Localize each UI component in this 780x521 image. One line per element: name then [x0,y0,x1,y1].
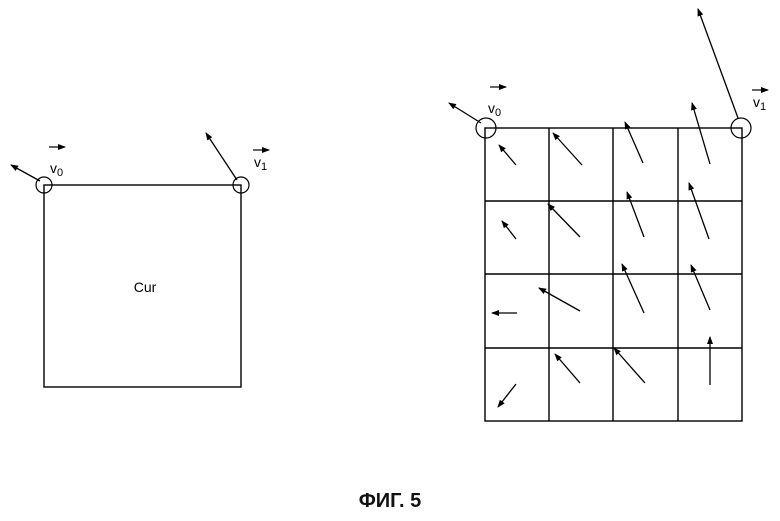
subblock-vector-r1c4 [692,103,710,164]
current-block-label: Cur [134,279,157,295]
subblock-vector-r1c2 [553,133,582,165]
subblock-vector-r2c2 [548,204,580,237]
vector-label-v0: v0 [49,147,65,179]
subblock-vector-r2c4 [689,183,709,239]
subblock-vector-r1c1 [499,145,516,165]
subblock-vector-r2c3 [627,192,644,237]
vector-label-v1: v1 [253,150,269,173]
subblock-vector-r4c1 [498,384,516,407]
motion-vector-v1 [206,133,237,180]
subblock-motion-field: v0 v1 [449,9,768,421]
subblock-vector-r3c4 [691,265,710,310]
subblock-vector-r3c3 [622,264,644,313]
current-block-diagram: Cur v0 v1 [11,133,269,387]
svg-text:v0: v0 [488,100,501,119]
svg-text:v0: v0 [50,160,63,179]
motion-vector-v0 [11,165,40,181]
subblock-vector-r4c3 [614,348,645,383]
motion-vector-v1-right [698,9,738,118]
motion-vector-v0-right [449,103,481,123]
subblock-vector-r3c2 [539,288,580,311]
svg-text:v1: v1 [254,154,267,173]
vector-label-v1-right: v1 [752,90,768,113]
vector-label-v0-right: v0 [488,87,506,119]
subblock-vector-r2c1 [502,221,516,239]
subblock-vector-r4c2 [555,354,580,383]
subblock-grid-lines [485,128,742,421]
figure-caption: ФИГ. 5 [0,490,780,513]
svg-text:v1: v1 [753,94,766,113]
